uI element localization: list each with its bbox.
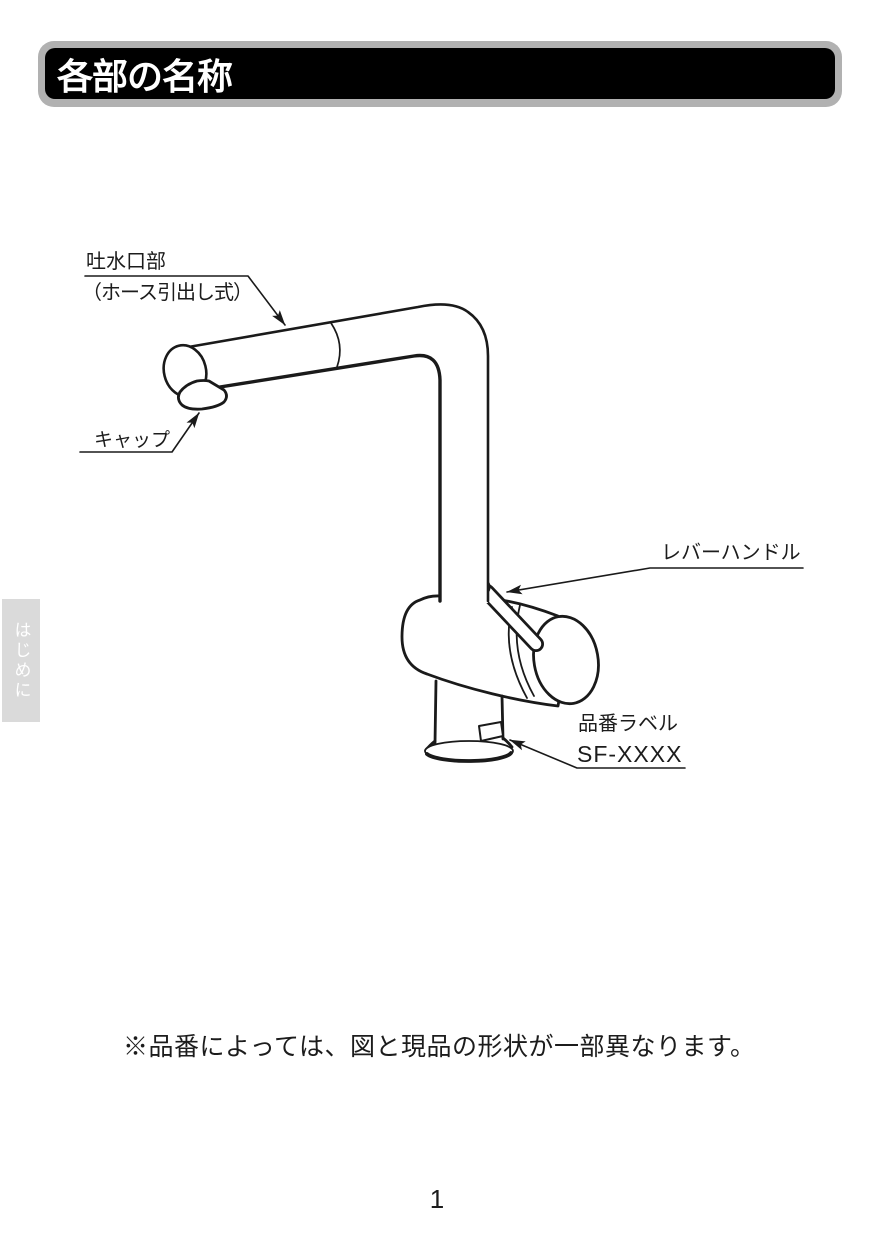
model-label-plate bbox=[478, 721, 504, 742]
label-model-number-value: SF-XXXX bbox=[577, 741, 683, 767]
chapter-tab: はじめに bbox=[2, 599, 40, 722]
spout-leader-line bbox=[84, 275, 286, 326]
label-spout-sub: （ホース引出し式） bbox=[82, 282, 253, 304]
spout-top-edge bbox=[175, 303, 490, 603]
label-lever-handle: レバーハンドル bbox=[661, 542, 801, 564]
chapter-tab-label: はじめに bbox=[11, 620, 31, 701]
label-model-number: 品番ラベル bbox=[578, 713, 678, 735]
lever-handle-face bbox=[481, 586, 542, 650]
spout-bottom-edge bbox=[193, 353, 442, 603]
spout-hose-seam bbox=[330, 322, 341, 368]
model-label-leader-line bbox=[509, 739, 686, 769]
section-header-bar: 各部の名称 bbox=[45, 48, 835, 99]
base-flange-front-rim bbox=[425, 751, 513, 763]
footnote: ※品番によっては、図と現品の形状が一部異なります。 bbox=[123, 1033, 756, 1061]
spout-fill bbox=[178, 304, 488, 603]
label-cap: キャップ bbox=[94, 430, 171, 451]
page-title: 各部の名称 bbox=[57, 55, 233, 97]
page-number: 1 bbox=[429, 1184, 445, 1214]
cap-leader-line bbox=[79, 412, 200, 453]
lever-leader-line bbox=[506, 567, 804, 595]
body-end-cap bbox=[532, 614, 600, 706]
section-header-frame: 各部の名称 bbox=[38, 41, 842, 107]
label-spout: 吐水口部 bbox=[86, 251, 166, 273]
spout-cap bbox=[177, 379, 228, 411]
